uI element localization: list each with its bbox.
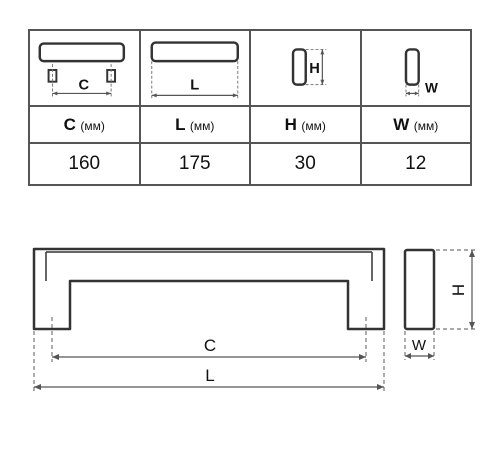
l-dimension-label: L [205, 366, 214, 385]
h-arrow-bottom [469, 322, 475, 329]
w-arrow-right [428, 353, 434, 359]
label-w: W (мм) [359, 105, 472, 144]
c-dimension-icon: C [38, 42, 126, 97]
value-h: 30 [249, 142, 362, 186]
label-c: C (мм) [28, 105, 141, 144]
label-l: L (мм) [138, 105, 251, 144]
l-icon-letter: L [190, 78, 199, 94]
handle-side-view [403, 248, 436, 331]
w-arrow-left [405, 353, 411, 359]
label-h: H (мм) [249, 105, 362, 144]
cell-l-icon: L [138, 29, 251, 107]
c-icon-letter: C [78, 78, 89, 94]
label-row: C (мм) L (мм) H (мм) W (мм) [28, 105, 472, 144]
cell-c-icon: C [28, 29, 141, 107]
h-dimension-icon: H [291, 48, 327, 86]
l-arrow-left [34, 384, 41, 390]
h-dimension-label: H [449, 284, 468, 296]
value-row: 160 175 30 12 [28, 142, 472, 186]
cell-w-icon: W [359, 29, 472, 107]
handle-front-outline [32, 247, 386, 331]
h-icon-letter: H [309, 61, 320, 77]
cell-h-icon: H [249, 29, 362, 107]
w-icon-letter: W [424, 80, 437, 95]
l-arrow-right [377, 384, 384, 390]
spec-table: C L H [28, 29, 472, 186]
icon-row: C L H [28, 29, 472, 107]
c-dimension-label: C [204, 336, 216, 355]
c-arrow-right [359, 354, 366, 360]
l-dimension-icon: L [150, 41, 239, 101]
value-l: 175 [138, 142, 251, 186]
w-dimension-label: W [412, 337, 427, 354]
w-dimension-icon: W [404, 48, 437, 97]
h-arrow-top [469, 250, 475, 257]
value-w: 12 [359, 142, 472, 186]
c-arrow-left [52, 354, 59, 360]
value-c: 160 [28, 142, 141, 186]
